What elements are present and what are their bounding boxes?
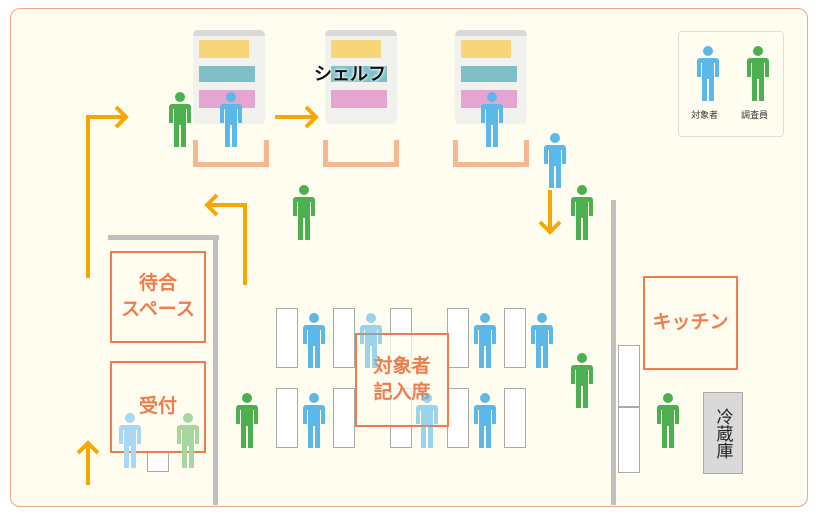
kitchen-label: キッチン (643, 276, 738, 370)
subject-icon (696, 46, 720, 102)
desk (447, 308, 469, 368)
desk (504, 308, 526, 368)
waiting-space-label: 待合 スペース (110, 251, 206, 343)
wall (611, 200, 616, 505)
fridge: 冷蔵庫 (703, 392, 743, 474)
surveyor-icon (235, 393, 259, 449)
tray (323, 140, 399, 167)
surveyor-icon (168, 92, 192, 148)
kitchen-counter (618, 407, 640, 473)
subject-icon (480, 92, 504, 148)
shelf-2 (325, 30, 397, 124)
subject-icon (118, 413, 142, 469)
desk (447, 388, 469, 448)
subject-icon (473, 313, 497, 369)
subject-icon (302, 313, 326, 369)
tray (453, 140, 529, 167)
legend-subject-label: 対象者 (691, 111, 719, 121)
subject-icon (415, 393, 439, 449)
subject-icon (359, 313, 383, 369)
entry-seats-label: 対象者 記入席 (355, 333, 449, 427)
wall (108, 235, 219, 240)
surveyor-icon (570, 353, 594, 409)
desk (333, 388, 355, 448)
shelf-label: シェルフ (314, 64, 386, 85)
surveyor-icon (746, 46, 770, 102)
desk (333, 308, 355, 368)
subject-icon (219, 92, 243, 148)
surveyor-icon (570, 185, 594, 241)
wall (213, 235, 218, 505)
subject-icon (530, 313, 554, 369)
legend: 対象者 調査員 (678, 31, 784, 137)
surveyor-icon (656, 393, 680, 449)
kitchen-counter (618, 345, 640, 407)
subject-icon (473, 393, 497, 449)
legend-surveyor-label: 調査員 (741, 111, 769, 121)
surveyor-icon (292, 185, 316, 241)
tray (193, 140, 269, 167)
surveyor-icon (176, 413, 200, 469)
desk (276, 388, 298, 448)
desk (276, 308, 298, 368)
subject-icon (543, 133, 567, 189)
subject-icon (302, 393, 326, 449)
desk (504, 388, 526, 448)
